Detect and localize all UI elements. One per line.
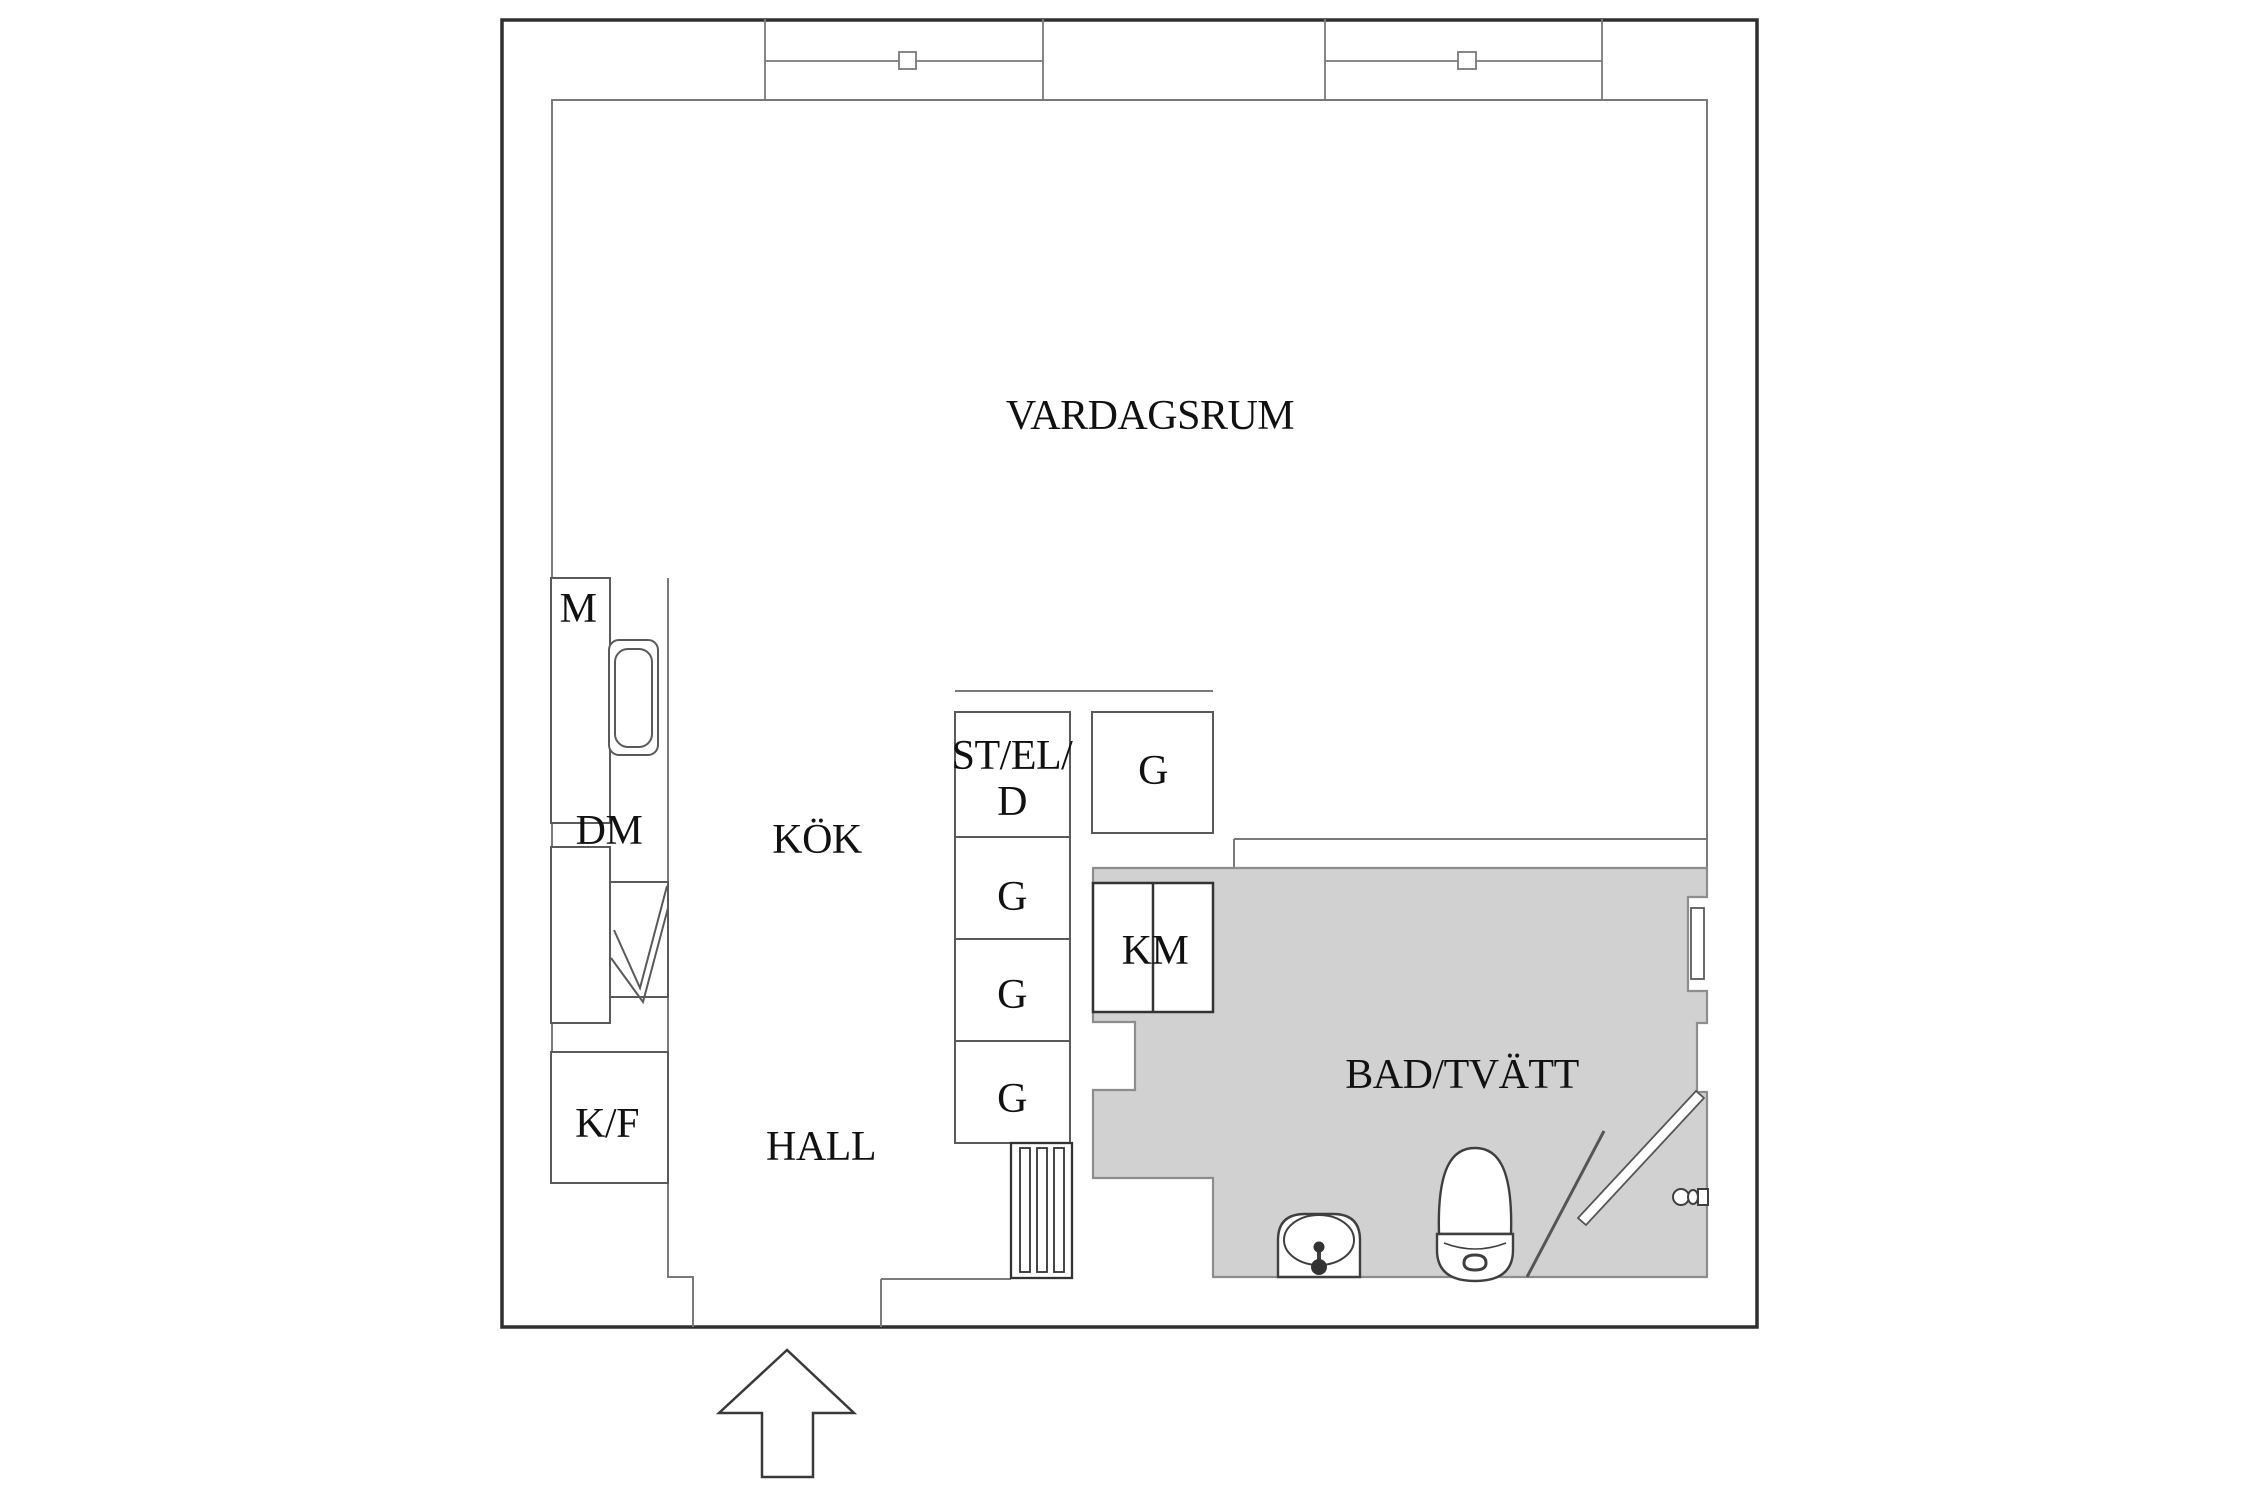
mirror-cabinet-icon — [1690, 907, 1705, 980]
entrance-arrow-icon — [715, 1348, 858, 1479]
wardrobe-box — [954, 836, 1071, 940]
fixture-label-washing-machine: KM — [1122, 928, 1189, 974]
dishwasher-check-icon — [610, 885, 669, 1005]
fixture-label-closet-line2: D — [997, 779, 1027, 825]
sink-icon — [608, 639, 659, 756]
fixture-label-microwave: M — [560, 586, 597, 632]
fixture-label-wardrobe: G — [997, 1076, 1027, 1122]
wardrobe-box — [954, 938, 1071, 1042]
washing-machine-box — [1091, 881, 1215, 1014]
entrance-jamb — [880, 1278, 1011, 1327]
fixture-label-fridge-freezer: K/F — [575, 1101, 639, 1147]
fixture-label-wardrobe: G — [997, 972, 1027, 1018]
livingroom-bottom-wall — [1233, 838, 1707, 868]
washbasin-icon — [1276, 1212, 1362, 1279]
wardrobe-box — [1091, 711, 1214, 834]
fixture-label-dishwasher: DM — [576, 808, 643, 854]
window-icon — [1324, 19, 1603, 100]
fixture-label-wardrobe: G — [997, 874, 1027, 920]
room-label-bathroom: BAD/TVÄTT — [1345, 1052, 1578, 1098]
bathroom-floor — [1091, 866, 1709, 1279]
kitchen-counter-edge — [667, 578, 694, 1327]
labels: VARDAGSRUM KÖK HALL BAD/TVÄTT M DM K/F S… — [560, 393, 1580, 1170]
fixture-label-closet-line1: ST/EL/ — [952, 733, 1073, 779]
windows — [764, 19, 1603, 100]
shower-door-icon — [1525, 1089, 1706, 1278]
closets — [954, 711, 1214, 1144]
outer-wall — [500, 18, 1759, 1329]
fixture-label-wardrobe: G — [1138, 748, 1168, 794]
building-outline — [500, 18, 1759, 1329]
room-label-kitchen: KÖK — [772, 817, 862, 863]
bathroom-details — [1276, 907, 1709, 1283]
room-label-living-room: VARDAGSRUM — [1006, 393, 1294, 439]
dishwasher-cabinet — [550, 846, 611, 1024]
closet-st-el-d — [954, 711, 1071, 838]
room-label-hall: HALL — [766, 1124, 876, 1170]
kitchen-fixtures — [550, 577, 669, 1184]
dishwasher-box — [609, 881, 669, 998]
window-icon — [764, 19, 1044, 100]
fridge-freezer-box — [550, 1051, 669, 1184]
toilet-icon — [1435, 1146, 1515, 1283]
wall-mixer-icon — [1672, 1188, 1709, 1206]
radiator-icon — [1009, 1141, 1074, 1280]
microwave-cabinet — [550, 577, 611, 824]
wardrobe-box — [954, 1040, 1071, 1144]
